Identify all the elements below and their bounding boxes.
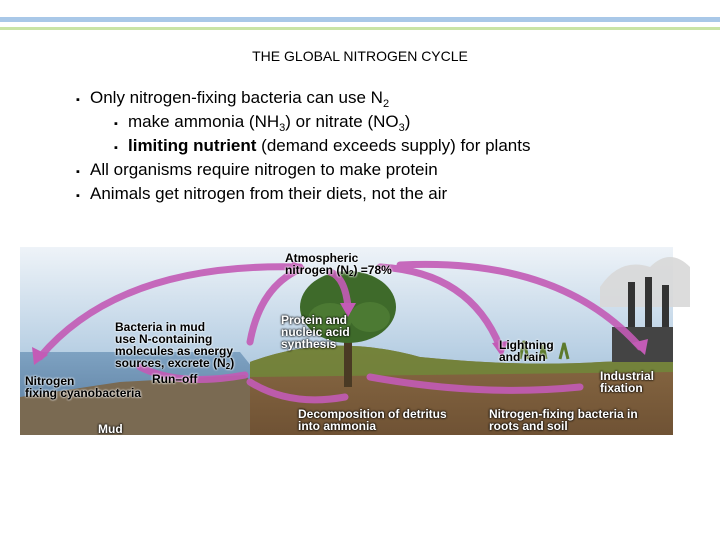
label-nfix-roots-line2: roots and soil — [489, 420, 638, 432]
bullet-2-mid: ) or nitrate (NO — [285, 112, 398, 131]
label-runoff: Run–off — [152, 373, 197, 385]
label-decomposition: Decomposition of detritus into ammonia — [298, 408, 447, 432]
label-bacteria-mud: Bacteria in mud use N-containing molecul… — [115, 321, 234, 373]
label-atmospheric-text: nitrogen (N — [285, 263, 349, 277]
square-bullet-icon: ▪ — [76, 160, 90, 184]
label-nitrogen-fixing: Nitrogen fixing cyanobacteria — [25, 375, 141, 399]
label-atmospheric-end: ) =78% — [353, 263, 391, 277]
square-bullet-icon: ▪ — [114, 136, 128, 160]
header-band-blue — [0, 17, 720, 22]
square-bullet-icon: ▪ — [76, 88, 90, 112]
nitrogen-cycle-diagram: Atmospheric nitrogen (N2) =78% Bacteria … — [0, 247, 720, 435]
bullet-5-text: Animals get nitrogen from their diets, n… — [90, 184, 447, 203]
label-industrial: Industrial fixation — [600, 370, 654, 394]
label-nfix-roots: Nitrogen-fixing bacteria in roots and so… — [489, 408, 638, 432]
bullet-3-bold: limiting nutrient — [128, 136, 256, 155]
label-nitrogen-fixing-line2: fixing cyanobacteria — [25, 387, 141, 399]
bullet-1-text: Only nitrogen-fixing bacteria can use N — [90, 88, 383, 107]
bullet-1-sub: 2 — [383, 98, 389, 110]
label-bacteria-line4-end: ) — [230, 356, 234, 370]
label-mud: Mud — [98, 423, 123, 435]
bullet-4-text: All organisms require nitrogen to make p… — [90, 160, 438, 179]
label-bacteria-line4-text: sources, excrete (N — [115, 356, 226, 370]
label-lightning-line2: and rain — [499, 351, 554, 363]
square-bullet-icon: ▪ — [114, 112, 128, 136]
bullet-4: ▪All organisms require nitrogen to make … — [76, 158, 438, 184]
label-atmospheric-line2: nitrogen (N2) =78% — [285, 264, 392, 280]
slide-title: THE GLOBAL NITROGEN CYCLE — [0, 48, 720, 64]
bullet-3: ▪limiting nutrient (demand exceeds suppl… — [114, 134, 530, 160]
label-protein-line3: synthesis — [281, 338, 350, 350]
header-band-green — [0, 27, 720, 30]
bullet-2-pre: make ammonia (NH — [128, 112, 279, 131]
label-protein: Protein and nucleic acid synthesis — [281, 314, 350, 350]
bullet-5: ▪Animals get nitrogen from their diets, … — [76, 182, 447, 208]
bullet-3-rest: (demand exceeds supply) for plants — [256, 136, 530, 155]
label-industrial-line2: fixation — [600, 382, 654, 394]
square-bullet-icon: ▪ — [76, 184, 90, 208]
bullet-2-end: ) — [405, 112, 411, 131]
label-decomposition-line2: into ammonia — [298, 420, 447, 432]
label-atmospheric: Atmospheric nitrogen (N2) =78% — [285, 252, 392, 280]
label-bacteria-line4: sources, excrete (N2) — [115, 357, 234, 373]
label-lightning: Lightning and rain — [499, 339, 554, 363]
